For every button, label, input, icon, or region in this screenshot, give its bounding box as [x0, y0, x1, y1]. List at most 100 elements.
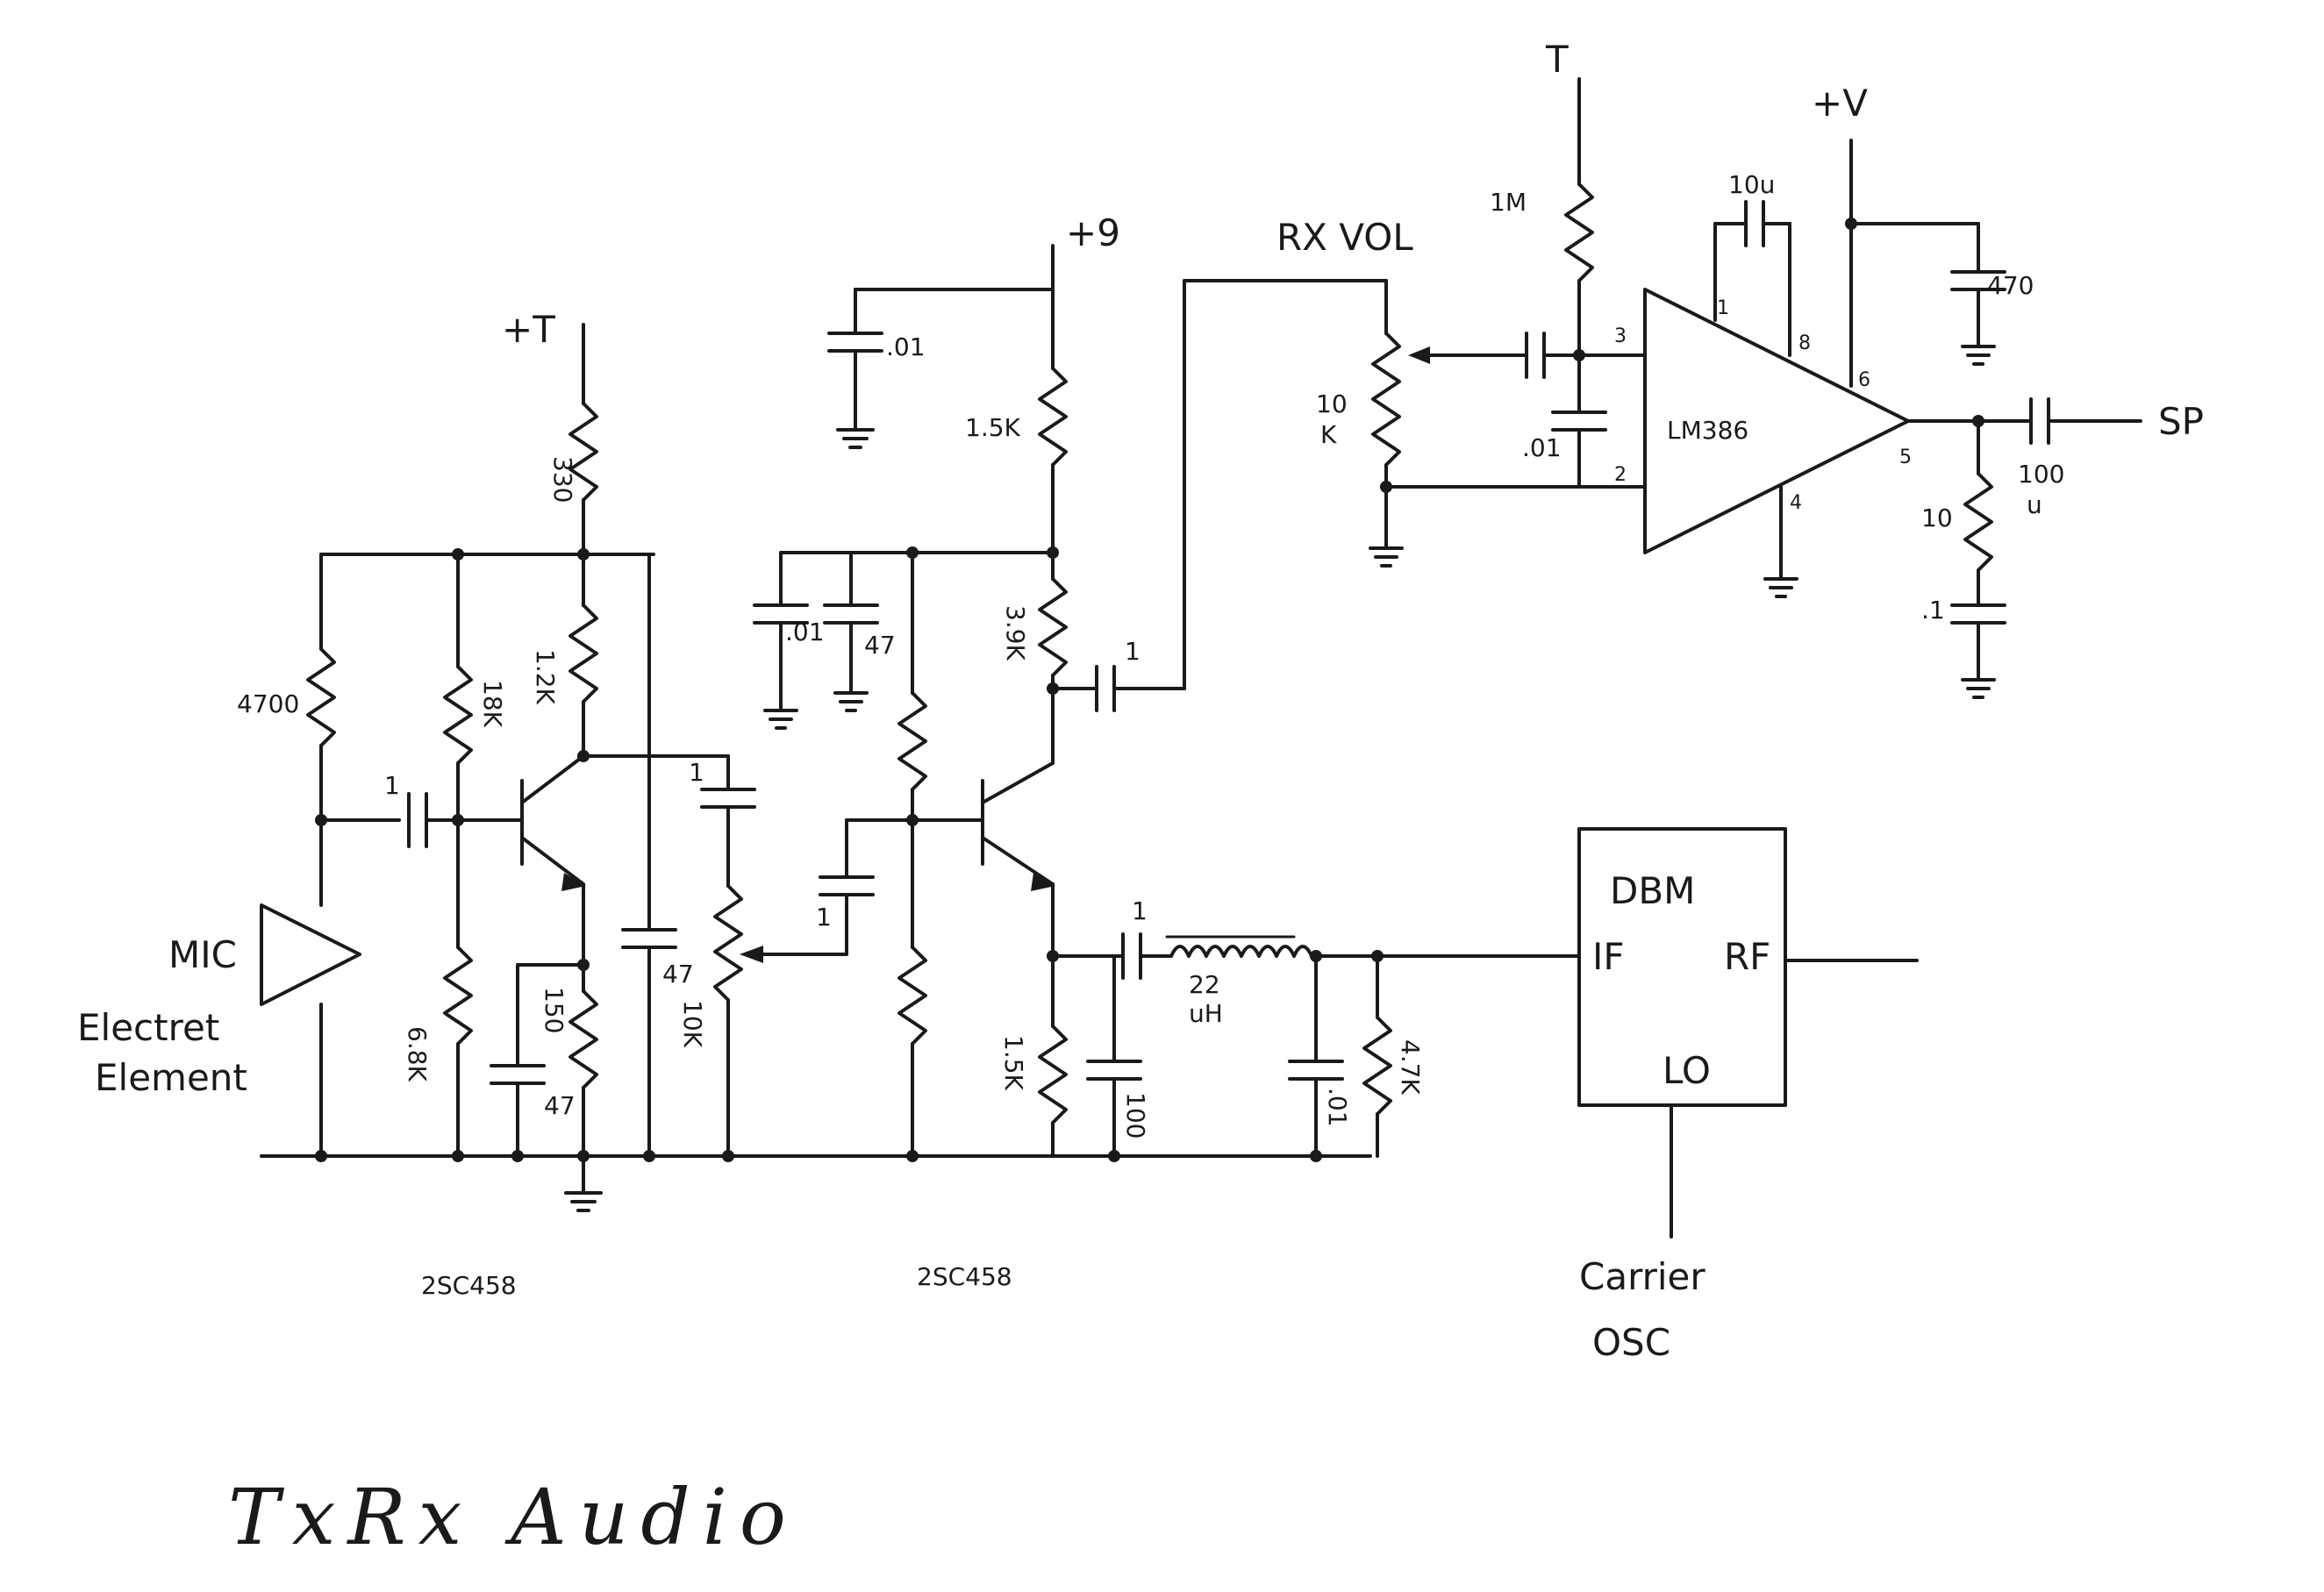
resistor-r-bias — [1564, 182, 1594, 282]
resistor-r-base-top-2 — [897, 691, 927, 791]
ground-symbol-c — [833, 691, 869, 712]
potentiometer-rx-vol — [1371, 332, 1401, 467]
r-mic-label: 4700 — [237, 689, 299, 718]
inductor-l1 — [1165, 935, 1313, 958]
r-collector-1-label: 1.2K — [531, 649, 560, 705]
r-emitter-1-label: 150 — [540, 987, 568, 1033]
zobel-c-label: .1 — [1921, 596, 1945, 625]
c-decouple-1-label: 47 — [662, 960, 694, 989]
diagram-title: TxRx Audio — [228, 1472, 798, 1562]
resistor-r-base-bot-2 — [897, 946, 927, 1046]
resistor-r-supply-1 — [568, 402, 598, 556]
dbm-lo-label: LO — [1663, 1049, 1711, 1092]
ground-symbol-main — [564, 1154, 603, 1212]
capacitor-c-emitter-out — [1121, 932, 1142, 980]
transistor-q2 — [981, 761, 1055, 891]
carrier-osc-line2: OSC — [1592, 1321, 1670, 1364]
resistor-r-base-top — [443, 665, 473, 765]
pin-6-label: 6 — [1858, 369, 1870, 391]
resistor-zobel — [1963, 472, 1993, 572]
r-load-label: 4.7K — [1396, 1039, 1425, 1096]
capacitor-c-bypass-a — [827, 314, 883, 432]
resistor-r-emitter-2 — [1038, 1024, 1068, 1124]
mic-label: MIC — [168, 933, 237, 976]
dbm-if-label: IF — [1592, 935, 1625, 978]
c-supply-label: 470 — [1987, 271, 2034, 300]
pot-1-label: 10K — [678, 1000, 707, 1048]
inductor-value-label: 22 — [1189, 970, 1220, 999]
zobel-r-label: 10 — [1921, 503, 1953, 532]
electret-mic — [260, 818, 361, 1158]
r-collector-2-label: 3.9K — [1001, 605, 1030, 661]
ground-symbol-vol — [1369, 546, 1404, 568]
rx-vol-pot-unit: K — [1320, 420, 1337, 449]
rx-vol-pot-value: 10 — [1316, 389, 1348, 418]
resistor-r-supply-2 — [1038, 367, 1068, 467]
capacitor-c-bypass-c — [823, 603, 879, 695]
speaker-out-label: SP — [2158, 400, 2204, 443]
c-emitter-1-label: 47 — [544, 1091, 576, 1120]
pin-1-label: 1 — [1717, 297, 1729, 319]
pin-3-label: 3 — [1614, 325, 1627, 347]
capacitor-c-in-386 — [1525, 332, 1546, 379]
c-bypass-c-label: 47 — [864, 631, 896, 660]
c-out-1-label: 1 — [689, 758, 704, 787]
r-base-bot-label: 6.8K — [403, 1026, 432, 1082]
c-out-386-value: 100 — [2018, 460, 2064, 489]
r-supply-1-label: 330 — [548, 456, 577, 503]
resistor-r-emitter-1 — [568, 989, 598, 1089]
c-gain-label: 10u — [1728, 170, 1775, 199]
c-in-1-label: 1 — [384, 771, 400, 800]
c-out-386-unit: u — [2027, 490, 2042, 519]
resistor-r-mic — [306, 647, 336, 747]
ground-symbol-zobel — [1961, 678, 1996, 699]
resistor-r-collector-1 — [568, 603, 598, 703]
dbm-rf-label: RF — [1724, 935, 1770, 978]
rail-tt-label: +T — [502, 308, 555, 351]
capacitor-c-decouple-1 — [621, 928, 677, 949]
lm386-ic — [1643, 288, 1910, 554]
capacitor-c-in-2 — [819, 875, 875, 896]
c-in-2-label: 1 — [816, 903, 832, 932]
pot-1-wiper-arrow — [740, 946, 763, 963]
rx-vol-wiper-arrow — [1408, 346, 1430, 364]
c-in-386-label: .01 — [1522, 433, 1562, 462]
rail-nine-label: +9 — [1066, 211, 1120, 254]
capacitor-c-in-1 — [407, 792, 428, 848]
transistor-q1 — [520, 754, 586, 891]
c-shunt-label: 100 — [1121, 1092, 1150, 1139]
r-supply-2-label: 1.5K — [965, 413, 1021, 442]
capacitor-zobel — [1950, 603, 2006, 625]
carrier-osc-line1: Carrier — [1579, 1255, 1705, 1298]
capacitor-c-shunt — [1086, 1060, 1142, 1081]
c-bypass-b-label: .01 — [785, 618, 825, 646]
q2-type-label: 2SC458 — [917, 1262, 1012, 1291]
pin-5-label: 5 — [1899, 446, 1912, 468]
resistor-r-collector-2 — [1038, 577, 1068, 677]
potentiometer-pot-1 — [713, 884, 743, 1158]
r-base-top-label: 18K — [478, 680, 507, 728]
mic-element-line2: Element — [95, 1056, 247, 1099]
rail-t-label: T — [1545, 38, 1569, 81]
ground-symbol-supply — [1961, 345, 1996, 366]
c-filter-label: .01 — [1323, 1088, 1352, 1127]
lm386-label: LM386 — [1667, 416, 1748, 445]
q1-type-label: 2SC458 — [421, 1271, 517, 1300]
r-bias-label: 1M — [1490, 188, 1527, 217]
capacitor-c-in-386-shunt — [1551, 410, 1607, 432]
pin-4-label: 4 — [1790, 492, 1802, 514]
capacitor-c-gain — [1744, 200, 1765, 247]
dbm-label: DBM — [1610, 869, 1695, 912]
pin-8-label: 8 — [1798, 332, 1811, 354]
inductor-unit-label: uH — [1189, 999, 1223, 1028]
capacitor-c-out-386 — [2029, 397, 2050, 445]
capacitor-c-bypass-b — [753, 603, 809, 712]
rx-vol-label: RX VOL — [1276, 216, 1413, 259]
c-out-2-label: 1 — [1125, 637, 1141, 666]
capacitor-c-emitter-1 — [490, 1064, 546, 1085]
ground-symbol-b — [763, 709, 798, 730]
capacitor-c-out-2 — [1095, 665, 1116, 712]
r-emitter-2-label: 1.5K — [999, 1035, 1028, 1091]
junction-dots — [315, 218, 1984, 1162]
